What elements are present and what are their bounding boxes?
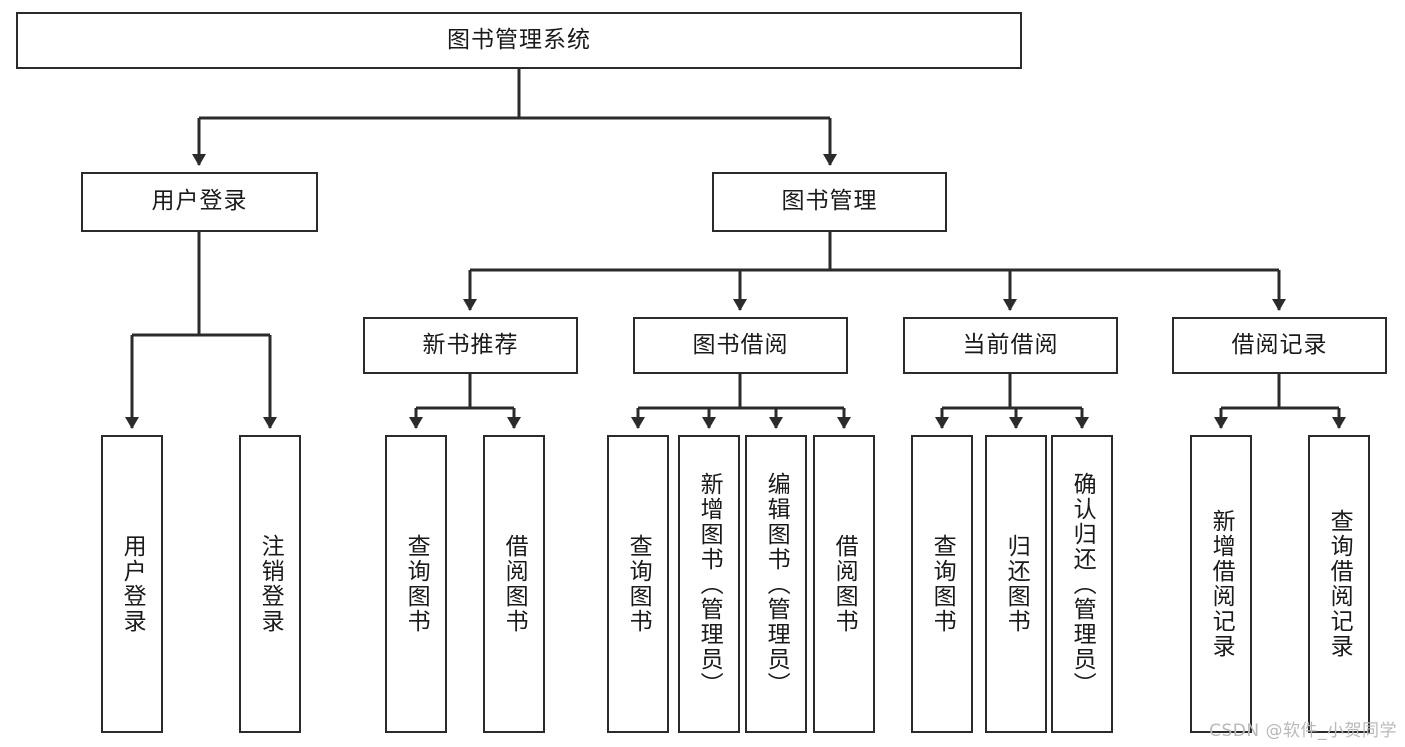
node-label: 新书推荐 (422, 331, 519, 358)
node-label: 借阅图书 (501, 534, 528, 634)
node-leaf-return-book[interactable]: 归还图书 (985, 435, 1047, 733)
node-label: 注销登录 (257, 534, 284, 634)
node-label: 查询图书 (403, 534, 430, 634)
node-new-book-recommend[interactable]: 新书推荐 (363, 317, 578, 374)
node-leaf-query-book-3[interactable]: 查询图书 (911, 435, 973, 733)
node-label: 借阅图书 (831, 534, 858, 634)
node-label: 查询图书 (625, 534, 652, 634)
node-label: 归还图书 (1003, 534, 1030, 634)
node-label: 当前借阅 (962, 331, 1059, 358)
node-label: 用户登录 (151, 188, 248, 215)
node-label: 编辑图书（管理员） (763, 471, 790, 697)
node-label: 新增图书（管理员） (696, 471, 723, 697)
node-leaf-edit-book[interactable]: 编辑图书（管理员） (745, 435, 807, 733)
node-label: 用户登录 (119, 534, 146, 634)
node-leaf-user-logout[interactable]: 注销登录 (239, 435, 301, 733)
node-book-manage[interactable]: 图书管理 (712, 172, 947, 232)
node-leaf-borrow-book-2[interactable]: 借阅图书 (813, 435, 875, 733)
node-label: 借阅记录 (1231, 331, 1328, 358)
node-leaf-add-record[interactable]: 新增借阅记录 (1190, 435, 1252, 733)
node-root[interactable]: 图书管理系统 (16, 12, 1022, 69)
node-user-login[interactable]: 用户登录 (81, 172, 318, 232)
node-label: 图书管理系统 (447, 26, 591, 53)
node-leaf-user-login[interactable]: 用户登录 (101, 435, 163, 733)
node-leaf-confirm-return[interactable]: 确认归还（管理员） (1051, 435, 1113, 733)
node-leaf-query-book-2[interactable]: 查询图书 (607, 435, 669, 733)
node-label: 新增借阅记录 (1208, 509, 1235, 659)
node-label: 查询借阅记录 (1326, 509, 1353, 659)
node-leaf-add-book[interactable]: 新增图书（管理员） (678, 435, 740, 733)
csdn-watermark: CSDN @软件_小贺同学 (1209, 721, 1397, 741)
node-borrow-record[interactable]: 借阅记录 (1172, 317, 1387, 374)
node-label: 确认归还（管理员） (1069, 471, 1096, 697)
node-leaf-borrow-book-1[interactable]: 借阅图书 (483, 435, 545, 733)
node-current-borrow[interactable]: 当前借阅 (903, 317, 1118, 374)
node-book-borrow[interactable]: 图书借阅 (633, 317, 848, 374)
node-label: 图书管理 (781, 188, 878, 215)
node-label: 图书借阅 (692, 331, 789, 358)
node-leaf-query-book-1[interactable]: 查询图书 (385, 435, 447, 733)
node-leaf-query-record[interactable]: 查询借阅记录 (1308, 435, 1370, 733)
node-label: 查询图书 (929, 534, 956, 634)
